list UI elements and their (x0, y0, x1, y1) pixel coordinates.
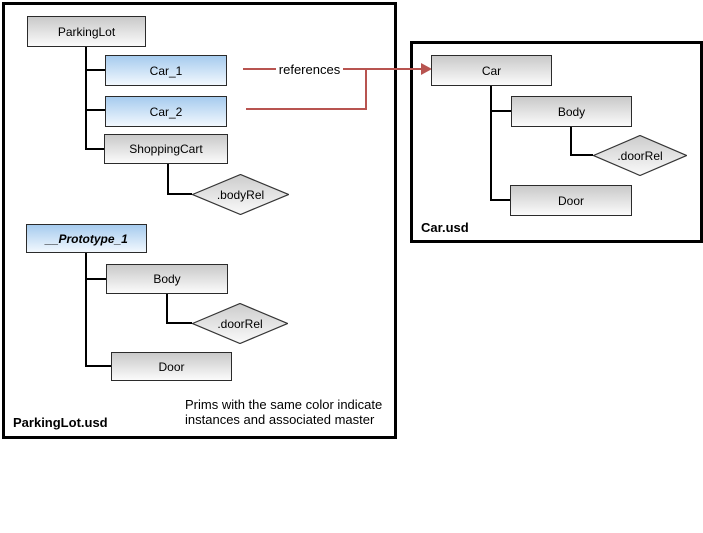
diamond-shape (192, 174, 289, 215)
connector-car-trunk (490, 86, 492, 201)
connector-to-body-right (490, 110, 511, 112)
connector-to-car1 (85, 69, 105, 71)
connector-body-doorrel-left-h (166, 322, 192, 324)
node-body-left: Body (106, 264, 228, 294)
node-prototype-1: __Prototype_1 (26, 224, 147, 253)
caption-line-2: instances and associated master (185, 412, 375, 427)
node-doorrel-right-label: .doorRel (617, 148, 663, 163)
reference-arrowhead-icon (421, 63, 432, 75)
node-door-right-label: Door (557, 193, 584, 208)
node-car-1-label: Car_1 (149, 63, 183, 78)
caption-line-1: Prims with the same color indicate (185, 397, 383, 412)
node-body-right: Body (511, 96, 632, 127)
node-shoppingcart: ShoppingCart (104, 134, 228, 164)
node-bodyrel: .bodyRel (192, 174, 289, 215)
node-shoppingcart-label: ShoppingCart (129, 142, 203, 156)
node-car-2-label: Car_2 (149, 104, 183, 119)
connector-shoppingcart-bodyrel-v (167, 164, 169, 195)
parkinglot-usd-panel (2, 2, 397, 439)
node-door-left: Door (111, 352, 232, 381)
connector-to-body-left (85, 278, 106, 280)
node-door-left-label: Door (158, 359, 185, 374)
node-prototype-1-label: __Prototype_1 (45, 231, 128, 246)
node-car-2: Car_2 (105, 96, 227, 127)
connector-prototype-trunk (85, 253, 87, 367)
car-usd-file-label: Car.usd (421, 220, 469, 235)
reference-edge-to-car-segment (343, 68, 423, 70)
node-bodyrel-label: .bodyRel (216, 187, 265, 202)
reference-edge-car2-segment (246, 108, 367, 110)
connector-to-door-right (490, 199, 510, 201)
connector-to-car2 (85, 109, 105, 111)
connector-body-doorrel-left-v (166, 294, 168, 324)
connector-body-doorrel-right-h (570, 154, 593, 156)
connector-to-door-left (85, 365, 111, 367)
node-parkinglot: ParkingLot (27, 16, 146, 47)
instancing-caption: Prims with the same color indicate insta… (185, 397, 382, 427)
node-body-right-label: Body (557, 104, 586, 119)
reference-edge-car1-segment (243, 68, 276, 70)
reference-edge-car2-vertical (365, 68, 367, 110)
connector-body-doorrel-right-v (570, 127, 572, 156)
node-door-right: Door (510, 185, 632, 216)
node-car-1: Car_1 (105, 55, 227, 86)
parkinglot-usd-file-label: ParkingLot.usd (13, 415, 108, 430)
node-doorrel-left: .doorRel (192, 303, 288, 344)
connector-to-shoppingcart (85, 148, 104, 150)
node-body-left-label: Body (153, 272, 181, 286)
node-car: Car (431, 55, 552, 86)
diamond-shape (593, 135, 687, 176)
car-usd-panel (410, 41, 703, 243)
node-doorrel-left-label: .doorRel (217, 316, 263, 331)
connector-shoppingcart-bodyrel-h (167, 193, 192, 195)
node-doorrel-right: .doorRel (593, 135, 687, 176)
node-parkinglot-label: ParkingLot (57, 24, 116, 39)
diamond-shape (192, 303, 288, 344)
connector-parkinglot-trunk (85, 47, 87, 150)
reference-edge-label: references (276, 62, 343, 77)
node-car-label: Car (481, 63, 502, 78)
